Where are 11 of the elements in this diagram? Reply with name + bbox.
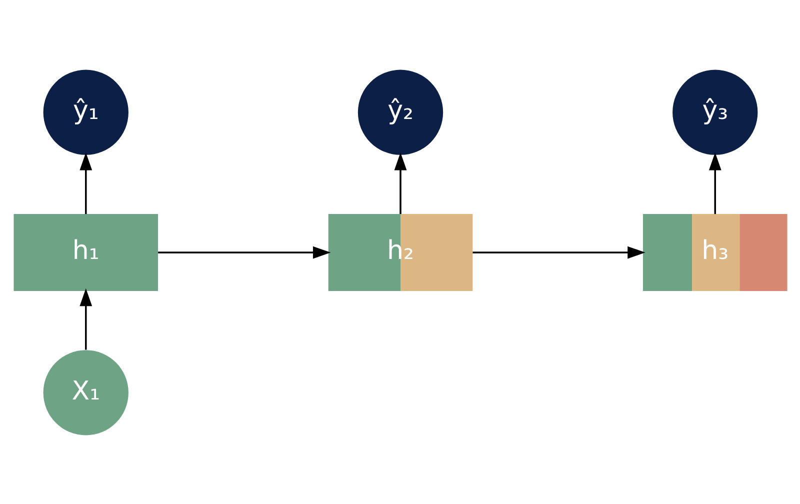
arrow — [158, 246, 330, 258]
arrow — [708, 152, 721, 214]
node-circle: X₁ — [42, 350, 128, 435]
arrow — [394, 152, 406, 214]
arrow — [472, 246, 645, 258]
node-circle: ŷ₂ — [357, 69, 443, 154]
node-box: h₁ — [13, 214, 158, 290]
node-circle: ŷ₃ — [672, 69, 758, 154]
arrow — [79, 288, 92, 350]
node-circle: ŷ₁ — [42, 69, 128, 154]
arrow — [79, 152, 92, 214]
